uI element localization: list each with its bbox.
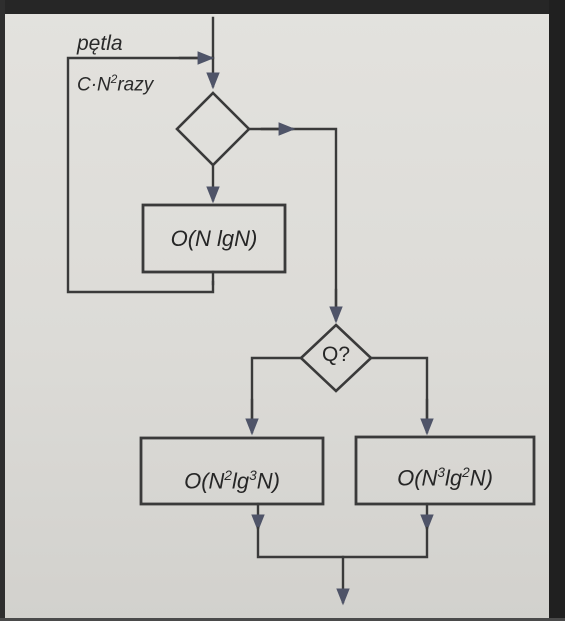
loop-count-label: C·N2razy (77, 73, 154, 96)
right-branch-mid: lg (444, 465, 463, 491)
left-branch-box (139, 436, 325, 506)
loop-body-label: O(N lgN) (170, 226, 258, 251)
right-branch-suffix: N) (469, 465, 493, 491)
merge-edge (256, 526, 429, 559)
left-branch-prefix: O(N (184, 468, 225, 494)
loop-exit-edge (247, 127, 338, 320)
right-branch-label: O(N3lg2N) (356, 466, 534, 489)
left-branch-edge (250, 356, 303, 432)
loop-count-exponent: 2 (110, 73, 118, 86)
right-branch-edge (369, 356, 429, 432)
right-branch-exp1: 3 (437, 465, 445, 480)
condition-diamond (299, 323, 373, 393)
frame-top-edge (0, 0, 565, 14)
frame-bottom-edge (0, 618, 565, 621)
right-branch-prefix: O(N (397, 465, 438, 491)
right-branch-box (354, 435, 536, 506)
left-branch-exp2: 3 (249, 468, 257, 483)
loop-count-suffix: razy (117, 74, 154, 96)
frame-right-edge (549, 0, 565, 621)
left-branch-suffix: N) (256, 468, 280, 494)
loop-count-prefix: C·N (77, 74, 111, 96)
loop-title-label: pętla (77, 32, 123, 55)
left-branch-mid: lg (231, 468, 250, 494)
frame-left-edge (0, 0, 5, 621)
left-branch-exp1: 2 (224, 468, 232, 483)
left-branch-label: O(N2lg3N) (141, 469, 323, 492)
loop-decision-diamond (175, 91, 251, 167)
loop-back-edge (66, 56, 215, 294)
condition-label: Q? (321, 343, 350, 366)
right-branch-exp2: 2 (462, 465, 470, 480)
